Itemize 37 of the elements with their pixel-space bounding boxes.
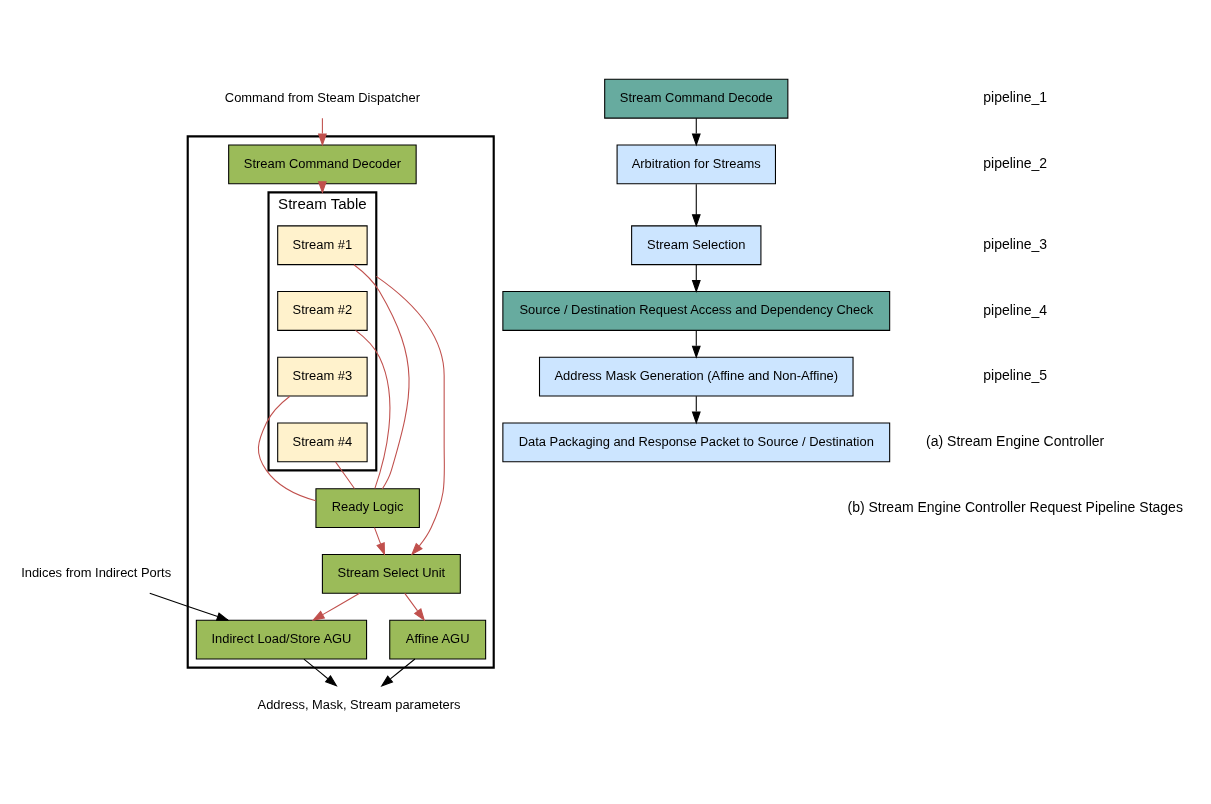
node-box: Stream Selection bbox=[631, 225, 762, 266]
connector bbox=[355, 329, 391, 489]
arrow bbox=[311, 592, 361, 621]
connector bbox=[257, 395, 317, 502]
node-text: Command from Steam Dispatcher bbox=[224, 90, 420, 106]
arrow bbox=[380, 658, 416, 687]
label: pipeline_1 bbox=[983, 89, 1048, 106]
arrow bbox=[303, 658, 338, 687]
node-box: Stream #4 bbox=[277, 422, 368, 463]
label: pipeline_3 bbox=[983, 235, 1048, 252]
node-box: Stream Command Decode bbox=[604, 78, 789, 119]
node-box: Data Packaging and Response Packet to Source / Destination bbox=[502, 422, 891, 463]
connector bbox=[334, 461, 355, 490]
label: pipeline_4 bbox=[983, 301, 1048, 318]
arrow bbox=[375, 275, 445, 556]
node-box: Stream #3 bbox=[277, 356, 368, 397]
node-box: Stream #1 bbox=[277, 225, 368, 266]
label: pipeline_2 bbox=[983, 155, 1048, 172]
connector bbox=[353, 264, 410, 490]
node-box: Arbitration for Streams bbox=[616, 144, 776, 185]
node-box: Address Mask Generation (Affine and Non-Affine) bbox=[538, 356, 854, 397]
arrow bbox=[691, 183, 701, 228]
node-box: Affine AGU bbox=[389, 619, 487, 660]
node-box: Stream Select Unit bbox=[321, 553, 461, 594]
node-box: Indirect Load/Store AGU bbox=[195, 619, 368, 660]
arrow bbox=[691, 329, 701, 359]
arrow bbox=[373, 527, 385, 556]
label: (b) Stream Engine Controller Request Pipeline Stages bbox=[847, 498, 1183, 515]
node-text: Address, Mask, Stream parameters bbox=[257, 696, 461, 712]
node-box: Ready Logic bbox=[315, 488, 420, 529]
node-box: Stream #2 bbox=[277, 291, 368, 331]
label: (a) Stream Engine Controller bbox=[926, 433, 1105, 450]
arrow bbox=[404, 592, 426, 622]
label: pipeline_5 bbox=[983, 367, 1048, 384]
node-text: Indices from Indirect Ports bbox=[21, 565, 172, 581]
node-box: Source / Destination Request Access and Dependency Check bbox=[502, 291, 891, 331]
arrow bbox=[149, 592, 230, 621]
